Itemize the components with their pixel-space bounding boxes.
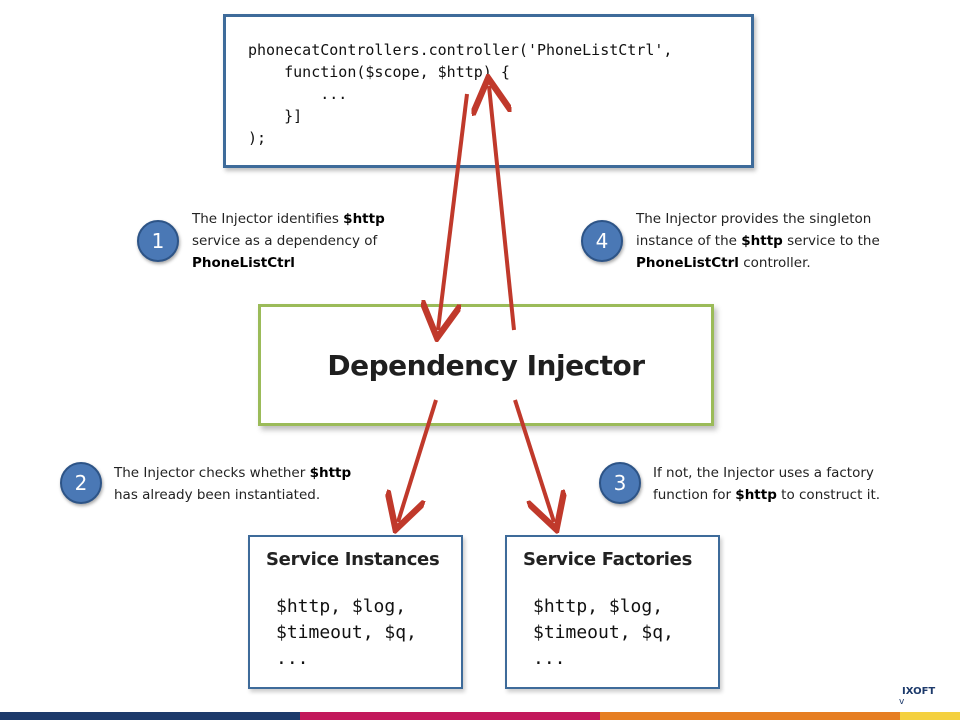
dependency-injector-box: Dependency Injector	[258, 304, 714, 426]
step-3-http: $http	[735, 487, 777, 503]
step-1-line-2: service as a dependency of	[192, 233, 378, 249]
step-4-http: $http	[741, 233, 783, 249]
step-1-line-1: The Injector identifies	[192, 211, 344, 227]
step-3-badge: 3	[599, 462, 641, 504]
step-4-line-2-pre: instance of the	[636, 233, 742, 249]
code-line-3: ...	[248, 85, 348, 103]
step-2-text: The Injector checks whether $http has al…	[114, 462, 351, 506]
step-2-line-1: The Injector checks whether	[114, 465, 310, 481]
step-4-badge: 4	[581, 220, 623, 262]
code-line-1: phonecatControllers.controller('PhoneLis…	[248, 41, 673, 59]
code-line-5: );	[248, 129, 267, 147]
dependency-injector-label: Dependency Injector	[327, 348, 645, 382]
service-instances-title: Service Instances	[266, 549, 440, 570]
service-instances-line-3: ...	[276, 648, 309, 669]
footer-bar-segment-navy	[0, 712, 300, 720]
step-3-text: If not, the Injector uses a factory func…	[653, 462, 880, 506]
step-4-controller: PhoneListCtrl	[636, 255, 739, 271]
service-instances-line-1: $http, $log,	[276, 596, 407, 617]
footer-bar-segment-magenta	[300, 712, 600, 720]
step-2-http: $http	[309, 465, 352, 481]
step-1-controller: PhoneListCtrl	[192, 255, 295, 271]
service-factories-line-2: $timeout, $q,	[533, 622, 674, 643]
arrow-injector-to-code	[489, 86, 516, 331]
code-line-4: }]	[248, 107, 303, 125]
step-4-line-1: The Injector provides the singleton	[636, 211, 872, 227]
controller-code-box: phonecatControllers.controller('PhoneLis…	[223, 14, 754, 168]
step-3-line-1: If not, the Injector uses a factory	[653, 465, 874, 481]
step-4-text: The Injector provides the singleton inst…	[636, 208, 880, 274]
service-factories-line-1: $http, $log,	[533, 596, 664, 617]
service-factories-box: Service Factories $http, $log, $timeout,…	[505, 535, 720, 689]
footer-bar-segment-orange	[600, 712, 900, 720]
step-1-badge: 1	[137, 220, 179, 262]
service-factories-line-3: ...	[533, 648, 566, 669]
footer-bar-segment-yellow	[900, 712, 960, 720]
service-factories-title: Service Factories	[523, 549, 692, 570]
footer-color-bar	[0, 712, 960, 720]
step-3-line-2-pre: function for	[653, 487, 736, 503]
step-1-text: The Injector identifies $http service as…	[192, 208, 385, 274]
step-4-line-2-post: service to the	[782, 233, 880, 249]
arrow-injector-to-factories	[513, 399, 554, 522]
company-logo: IXOFT	[902, 686, 936, 697]
step-3-line-2-post: to construct it.	[776, 487, 881, 503]
service-instances-box: Service Instances $http, $log, $timeout,…	[248, 535, 463, 689]
service-instances-list: $http, $log, $timeout, $q, ...	[276, 594, 417, 672]
service-factories-list: $http, $log, $timeout, $q, ...	[533, 594, 674, 672]
step-4-line-3-post: controller.	[738, 255, 811, 271]
step-2-line-2: has already been instantiated.	[114, 487, 321, 503]
arrow-code-to-injector	[438, 93, 469, 330]
arrow-injector-to-instances	[398, 399, 438, 522]
step-2-badge: 2	[60, 462, 102, 504]
controller-code: phonecatControllers.controller('PhoneLis…	[248, 39, 672, 149]
service-instances-line-2: $timeout, $q,	[276, 622, 417, 643]
step-1-http: $http	[343, 211, 385, 227]
company-logo-mark: v	[899, 697, 905, 707]
